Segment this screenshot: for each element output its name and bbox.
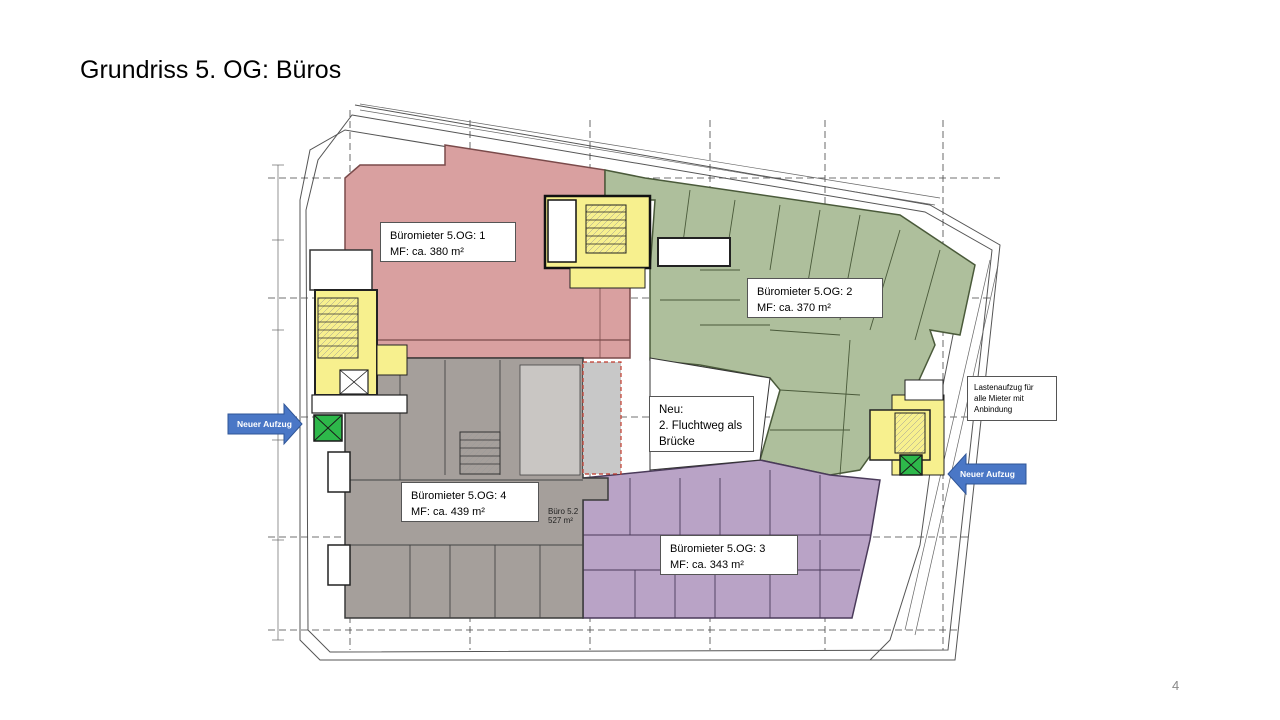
new-elevator-arrow-west (227, 402, 303, 446)
new-elevator-arrow-east (947, 452, 1027, 496)
tenant-1-name: Büromieter 5.OG: 1 (390, 230, 486, 242)
freight-note-line-3: Anbindung (974, 405, 1013, 414)
new-elevator-west (313, 414, 343, 442)
tenant-2-name: Büromieter 5.OG: 2 (757, 286, 853, 298)
tenant-1-callout: Büromieter 5.OG: 1 MF: ca. 380 m² (380, 222, 516, 262)
new-elevator-label-east: Neuer Aufzug (960, 469, 1015, 479)
tenant-3-callout: Büromieter 5.OG: 3 MF: ca. 343 m² (660, 535, 798, 575)
area-527-label: 527 m² (548, 516, 573, 525)
freight-note-line-1: Lastenaufzug für (974, 383, 1034, 392)
tenant-1-area: MF: ca. 380 m² (390, 246, 464, 258)
tenant-4-area: MF: ca. 439 m² (411, 506, 485, 518)
new-elevator-east (899, 454, 923, 476)
tenant-2-area: MF: ca. 370 m² (757, 302, 831, 314)
east-core (869, 409, 931, 461)
freight-note-line-2: alle Mieter mit (974, 394, 1024, 403)
west-core (309, 249, 408, 586)
buro-52-label: Büro 5.2 (548, 507, 579, 516)
tenant-4-callout: Büromieter 5.OG: 4 MF: ca. 439 m² (401, 482, 539, 522)
freight-elevator-callout: Lastenaufzug für alle Mieter mit Anbindu… (967, 376, 1057, 421)
dimension-lines (272, 103, 999, 641)
new-elevator-label-west: Neuer Aufzug (237, 419, 292, 429)
tenant-3-area: MF: ca. 343 m² (670, 559, 744, 571)
slide-title: Grundriss 5. OG: Büros (80, 56, 342, 84)
bridge-note-line-1: Neu: (659, 404, 684, 416)
tenant-3-name: Büromieter 5.OG: 3 (670, 543, 766, 555)
north-core (543, 194, 652, 289)
bridge-note-line-3: Brücke (659, 436, 695, 448)
bridge-note-line-2: 2. Fluchtweg als (659, 420, 743, 432)
page-number: 4 (1172, 678, 1180, 693)
tenant-4-name: Büromieter 5.OG: 4 (411, 490, 507, 502)
freight-elevator-area (904, 379, 944, 401)
tenant-2-callout: Büromieter 5.OG: 2 MF: ca. 370 m² (747, 278, 883, 318)
bridge-escape-callout: Neu: 2. Fluchtweg als Brücke (649, 396, 754, 452)
